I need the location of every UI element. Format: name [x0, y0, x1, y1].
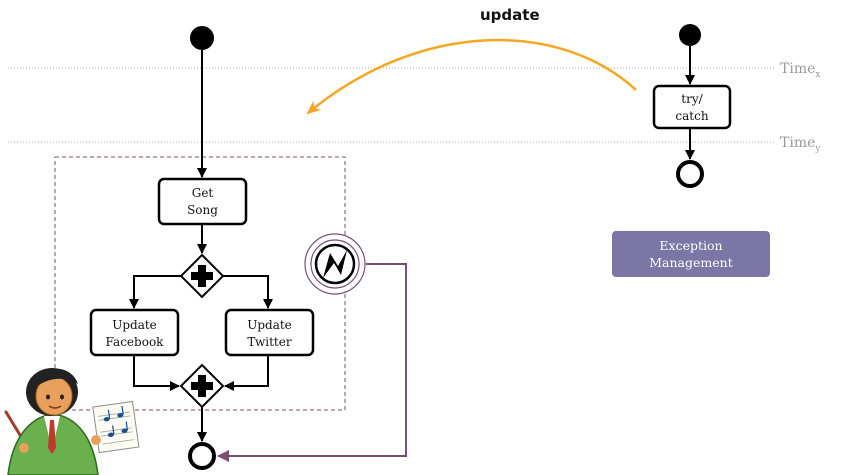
flow-facebook-to-join	[133, 355, 180, 391]
svg-text:Facebook: Facebook	[106, 335, 165, 349]
exception-management-line1: Exception	[659, 238, 723, 253]
task-try-catch[interactable]: try/ catch	[652, 84, 732, 130]
exception-management-box[interactable]: Exception Management	[612, 231, 770, 277]
parallel-gateway-join	[179, 363, 225, 409]
time-y-label: Timey	[780, 135, 821, 154]
right-start-event	[679, 24, 701, 46]
update-label: update	[480, 6, 540, 24]
svg-text:Update: Update	[247, 318, 292, 332]
plus-icon	[191, 375, 213, 397]
task-update-twitter[interactable]: Update Twitter	[224, 308, 315, 357]
plus-icon	[191, 265, 213, 287]
svg-text:Twitter: Twitter	[247, 335, 291, 349]
exception-management-line2: Management	[649, 255, 733, 270]
svg-text:Song: Song	[187, 203, 218, 217]
task-update-facebook[interactable]: Update Facebook	[89, 308, 180, 357]
svg-text:Get: Get	[192, 186, 214, 200]
lightning-icon	[323, 250, 347, 278]
flow-twitter-to-join	[224, 355, 269, 391]
conductor-avatar-icon	[4, 368, 140, 475]
flow-split-to-twitter	[223, 275, 273, 309]
update-arrow	[306, 38, 637, 115]
start-event	[190, 26, 214, 50]
svg-text:Update: Update	[112, 318, 157, 332]
right-end-event	[676, 160, 704, 188]
svg-text:catch: catch	[675, 109, 708, 123]
error-boundary-event[interactable]	[304, 233, 366, 295]
exception-flow	[217, 263, 407, 462]
end-event	[188, 442, 216, 470]
time-x-label: Timex	[780, 61, 820, 80]
task-get-song[interactable]: Get Song	[157, 177, 248, 226]
flow-split-to-facebook	[129, 275, 181, 309]
parallel-gateway-split	[179, 253, 225, 299]
svg-text:try/: try/	[681, 92, 703, 106]
